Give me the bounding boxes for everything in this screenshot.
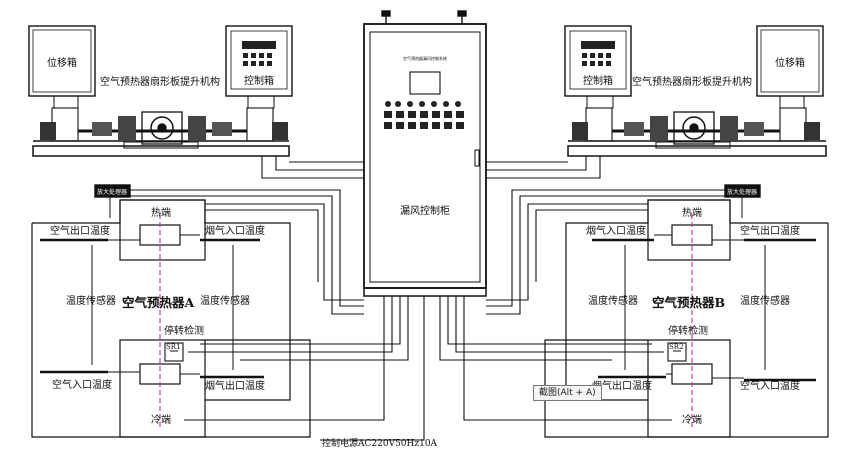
- left-air-outlet-label: 空气出口温度: [50, 224, 110, 237]
- wiring: [130, 156, 725, 441]
- left-amplifier-label: 放大处理器: [97, 188, 127, 196]
- right-temp-sensor-label-2: 温度传感器: [740, 294, 790, 307]
- left-flue-inlet-label: 烟气入口温度: [205, 224, 265, 237]
- left-cold-end-label: 冷端: [151, 413, 171, 426]
- right-hot-end-frame: [647, 199, 731, 261]
- cabinet-button-panel: [384, 101, 464, 129]
- right-control-box-label: 控制箱: [583, 74, 613, 87]
- screenshot-tooltip: 截图(Alt + A): [533, 385, 602, 401]
- preheater-b-label: 空气预热器B: [652, 295, 725, 310]
- sr2-label: SR2: [669, 343, 684, 351]
- left-lift-mechanism-label: 空气预热器扇形板提升机构: [100, 75, 220, 88]
- right-flue-inlet-label: 烟气入口温度: [586, 224, 646, 237]
- left-displacement-box-label: 位移箱: [47, 56, 77, 69]
- right-temp-sensor-label-1: 温度传感器: [588, 294, 638, 307]
- right-displacement-box-label: 位移箱: [775, 56, 805, 69]
- right-lift-mechanism-label: 空气预热器扇形板提升机构: [632, 75, 752, 88]
- right-cold-end-label: 冷端: [682, 413, 702, 426]
- right-cold-end-frame: [647, 339, 731, 438]
- cabinet-label: 漏风控制柜: [400, 204, 450, 217]
- right-amplifier-label: 放大处理器: [727, 188, 757, 196]
- left-control-box-label: 控制箱: [244, 74, 274, 87]
- right-air-outlet-label: 空气出口温度: [740, 224, 800, 237]
- left-lift-mechanism: [28, 25, 293, 157]
- leak-control-cabinet: [363, 10, 487, 297]
- sr1-label: SR1: [166, 343, 181, 351]
- left-temp-sensor-label-2: 温度传感器: [200, 294, 250, 307]
- preheater-a-label: 空气预热器A: [122, 295, 195, 310]
- left-stop-detect-label: 停转检测: [164, 324, 204, 337]
- left-cold-end-frame: [119, 339, 206, 438]
- cabinet-header-label: 空气预热器漏风控制系统: [403, 55, 447, 61]
- left-hot-end-frame: [119, 199, 206, 261]
- left-air-inlet-label: 空气入口温度: [52, 378, 112, 391]
- right-lift-mechanism: [564, 25, 827, 157]
- right-preheater-area: [544, 184, 829, 438]
- left-hot-end-label: 热端: [151, 206, 171, 219]
- right-stop-detect-label: 停转检测: [668, 324, 708, 337]
- right-hot-end-label: 热端: [682, 206, 702, 219]
- right-flue-outlet-label: 烟气出口温度: [592, 379, 652, 392]
- left-temp-sensor-label-1: 温度传感器: [66, 294, 116, 307]
- right-air-inlet-label: 空气入口温度: [740, 379, 800, 392]
- left-flue-outlet-label: 烟气出口温度: [205, 379, 265, 392]
- power-supply-label: 控制电源AC220V50Hz10A: [322, 437, 438, 449]
- left-preheater-area: [31, 184, 311, 438]
- left-amplifier: [94, 184, 131, 198]
